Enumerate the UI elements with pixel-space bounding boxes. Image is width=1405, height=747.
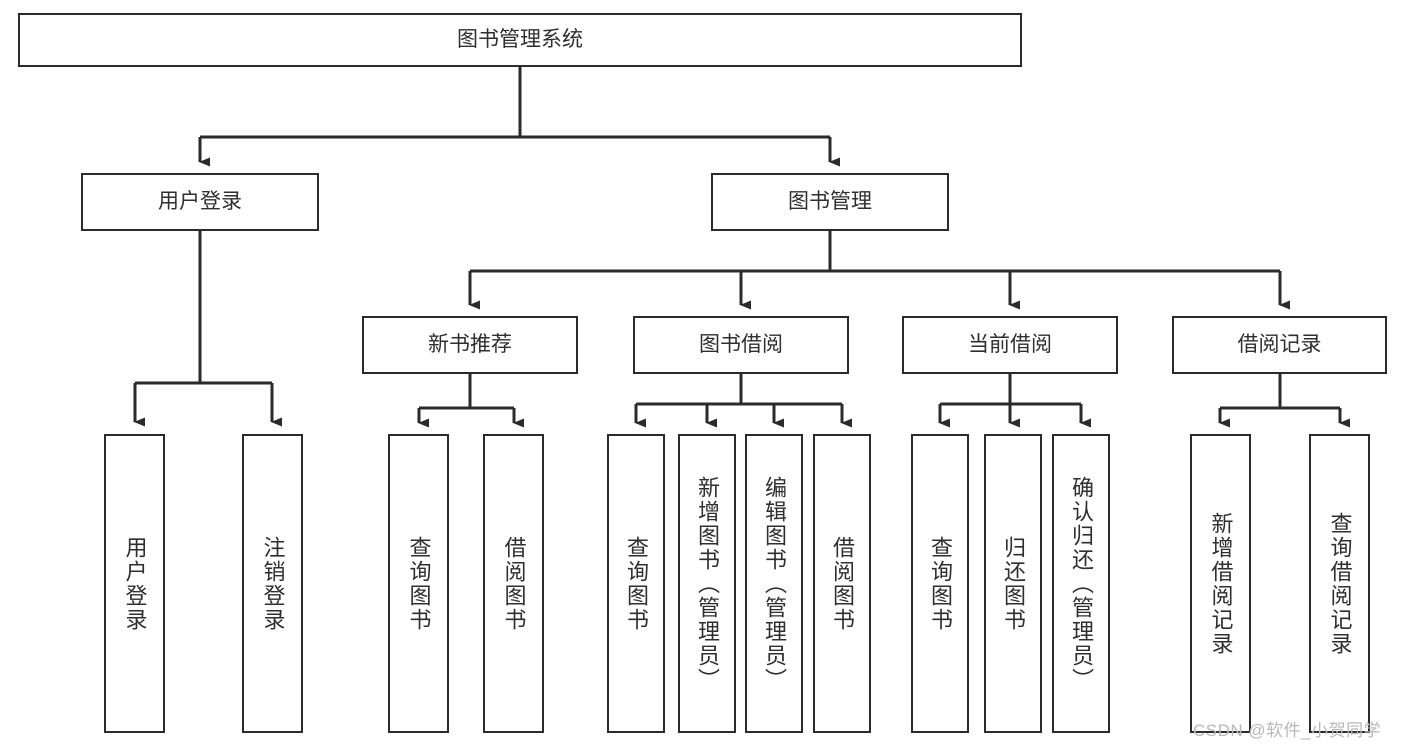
node-current-borrow-label: 当前借阅 [968, 332, 1052, 356]
leaf-add-borrow-record-label: 新增借阅记录 [1208, 511, 1234, 656]
leaf-borrow-book-label: 借阅图书 [829, 535, 855, 632]
node-book-management[interactable]: 图书管理 [711, 173, 949, 231]
leaf-confirm-return-admin-label: 确认归还（管理员） [1068, 475, 1094, 692]
node-root[interactable]: 图书管理系统 [18, 13, 1022, 67]
leaf-confirm-return-admin[interactable]: 确认归还（管理员） [1052, 434, 1110, 733]
leaf-user-login-label: 用户登录 [122, 535, 148, 632]
leaf-query-book-borrow-label: 查询图书 [623, 535, 649, 632]
leaf-add-book-admin-label: 新增图书（管理员） [694, 475, 720, 692]
leaf-query-borrow-record-label: 查询借阅记录 [1327, 511, 1353, 656]
leaf-return-book[interactable]: 归还图书 [984, 434, 1042, 733]
leaf-add-borrow-record[interactable]: 新增借阅记录 [1190, 434, 1251, 733]
leaf-query-book-recommend-label: 查询图书 [406, 535, 432, 632]
leaf-add-book-admin[interactable]: 新增图书（管理员） [678, 434, 736, 733]
leaf-borrow-book-recommend[interactable]: 借阅图书 [483, 434, 544, 733]
node-user-login-label: 用户登录 [158, 189, 242, 213]
leaf-user-logout-label: 注销登录 [260, 535, 286, 632]
node-new-book-recommend[interactable]: 新书推荐 [362, 316, 578, 374]
node-borrow-records[interactable]: 借阅记录 [1172, 316, 1387, 374]
leaf-query-book-recommend[interactable]: 查询图书 [388, 434, 449, 733]
leaf-return-book-label: 归还图书 [1000, 535, 1026, 632]
node-user-login[interactable]: 用户登录 [81, 173, 319, 231]
node-root-label: 图书管理系统 [457, 27, 583, 51]
leaf-edit-book-admin-label: 编辑图书（管理员） [761, 475, 787, 692]
node-current-borrow[interactable]: 当前借阅 [902, 316, 1118, 374]
node-borrow-records-label: 借阅记录 [1237, 332, 1322, 356]
leaf-query-book-current[interactable]: 查询图书 [911, 434, 969, 733]
node-new-book-recommend-label: 新书推荐 [428, 332, 512, 356]
leaf-edit-book-admin[interactable]: 编辑图书（管理员） [745, 434, 803, 733]
leaf-query-book-borrow[interactable]: 查询图书 [607, 434, 665, 733]
leaf-borrow-book-recommend-label: 借阅图书 [501, 535, 527, 632]
node-book-management-label: 图书管理 [788, 189, 872, 213]
node-book-borrow[interactable]: 图书借阅 [633, 316, 849, 374]
leaf-user-login[interactable]: 用户登录 [104, 434, 165, 733]
leaf-user-logout[interactable]: 注销登录 [242, 434, 303, 733]
leaf-query-book-current-label: 查询图书 [927, 535, 953, 632]
node-book-borrow-label: 图书借阅 [699, 332, 783, 356]
leaf-query-borrow-record[interactable]: 查询借阅记录 [1309, 434, 1370, 733]
leaf-borrow-book[interactable]: 借阅图书 [813, 434, 871, 733]
